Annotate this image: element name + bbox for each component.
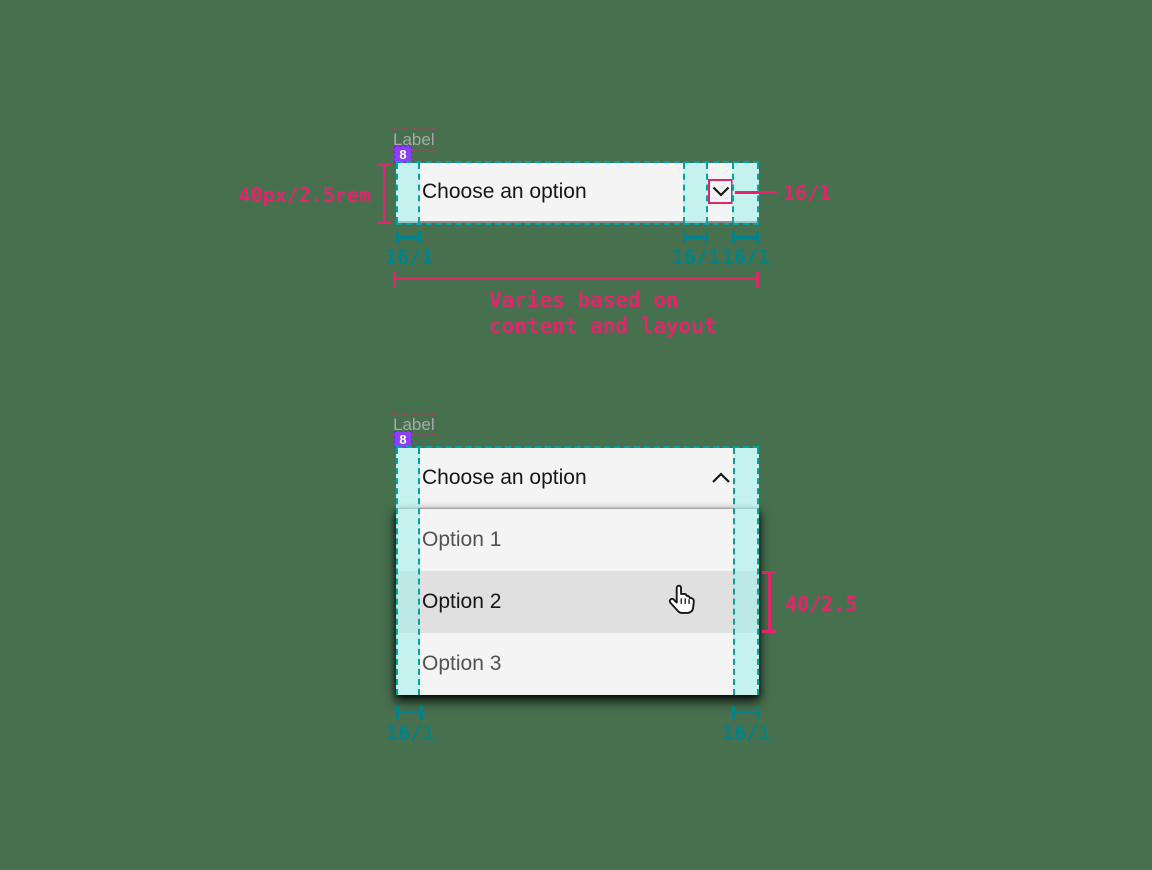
menu-item-label: Option 3 [422, 652, 502, 675]
label-gap-badge: 8 [394, 146, 412, 163]
height-measure-bracket [377, 163, 391, 224]
pad-right-bracket [732, 231, 759, 244]
width-measure-bracket [393, 271, 759, 287]
pad-left-bracket [396, 231, 421, 244]
spacing-overlay-left [396, 163, 420, 223]
pad-left-bracket [396, 706, 423, 719]
icon-annotation-leader [735, 191, 778, 194]
chevron-up-icon[interactable] [710, 467, 732, 489]
row-height-annotation: 40/2.5 [785, 592, 858, 616]
pad-left-annotation: 16/1 [384, 245, 434, 269]
label-gap-badge: 8 [394, 431, 412, 448]
menu-item-option-2[interactable]: Option 2 [396, 571, 759, 633]
pad-right-annotation: 16/1 [721, 721, 771, 745]
menu-item-label: Option 2 [422, 590, 502, 613]
menu-item-option-3[interactable]: Option 3 [396, 633, 759, 695]
menu-item-option-1[interactable]: Option 1 [396, 509, 759, 571]
spacing-overlay-right [733, 448, 759, 695]
pad-right-annotation: 16/1 [721, 245, 771, 269]
dropdown-field-open[interactable]: Choose an option [396, 448, 759, 509]
row-height-bracket [762, 571, 776, 633]
dropdown-label: Label [392, 128, 436, 151]
dropdown-label: Label [392, 413, 436, 436]
chevron-down-icon[interactable] [712, 186, 730, 197]
menu-item-label: Option 1 [422, 528, 502, 551]
dropdown-value: Choose an option [422, 466, 587, 489]
width-annotation-line1: Varies based on [489, 288, 679, 312]
spacing-overlay-left [396, 448, 420, 695]
width-annotation-line2: content and layout [489, 314, 717, 338]
icon-measure-box [708, 179, 733, 204]
pad-right-bracket [732, 706, 760, 719]
spacing-overlay-icon-left [683, 163, 708, 223]
dropdown-value: Choose an option [422, 180, 587, 203]
pad-icon-left-annotation: 16/1 [671, 245, 721, 269]
pad-icon-left-bracket [683, 231, 708, 244]
hand-pointer-icon [668, 583, 696, 624]
pad-left-annotation: 16/1 [385, 721, 435, 745]
height-annotation: 40px/2.5rem [238, 183, 371, 207]
dropdown-menu: Option 1 Option 2 Option 3 [396, 509, 759, 695]
icon-size-annotation: 16/1 [783, 181, 832, 205]
